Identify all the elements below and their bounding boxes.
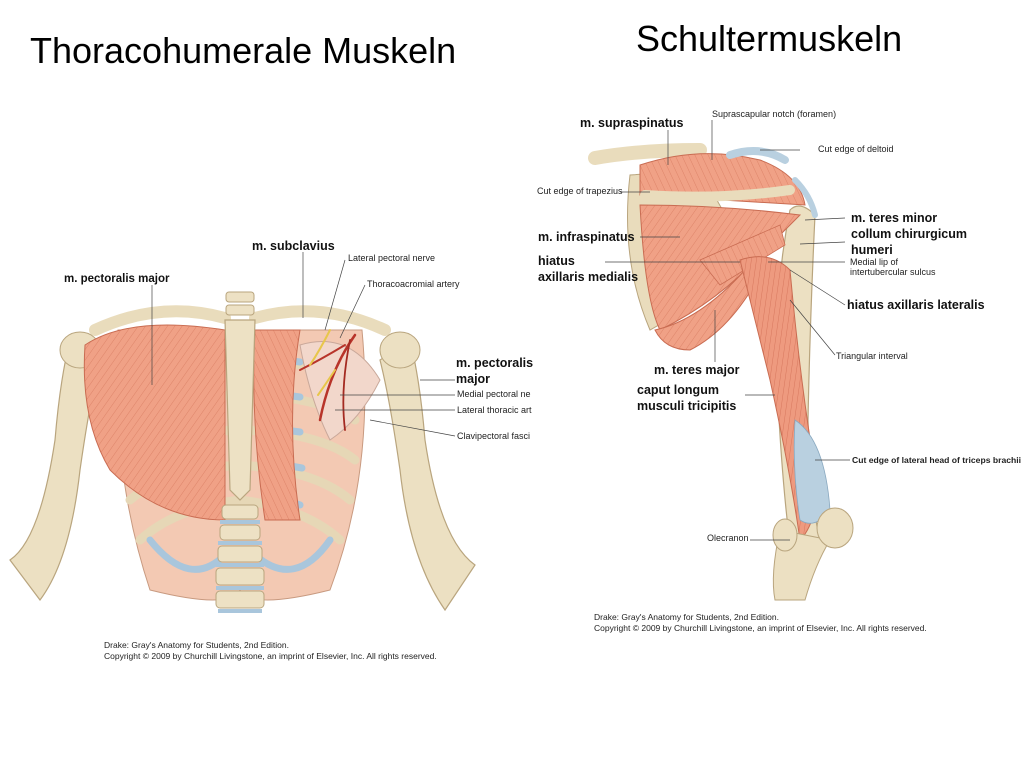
label-hiatus-medialis-line2: axillaris medialis (538, 270, 639, 284)
label-pectoralis-minor-line2: major (456, 372, 491, 386)
label-hiatus-lateralis: hiatus axillaris lateralis (847, 298, 985, 312)
right-title: Schultermuskeln (636, 18, 903, 59)
label-triangular-interval: Triangular interval (836, 351, 908, 361)
label-cut-edge-triceps: Cut edge of lateral head of triceps brac… (852, 455, 1022, 465)
label-teres-major: m. teres major (654, 363, 740, 377)
label-cut-edge-trapezius: Cut edge of trapezius (537, 186, 623, 196)
label-medial-pectoral-nerve: Medial pectoral ne (457, 389, 531, 399)
thorax-figure (9, 252, 476, 613)
right-credit-line2: Copyright © 2009 by Churchill Livingston… (594, 623, 927, 633)
left-credit-line1: Drake: Gray's Anatomy for Students, 2nd … (104, 640, 289, 650)
label-collum-line1: collum chirurgicum (851, 227, 967, 241)
label-lateral-thoracic-artery: Lateral thoracic art (457, 405, 532, 415)
label-caput-line1: caput longum (637, 383, 719, 397)
left-title: Thoracohumerale Muskeln (30, 30, 457, 71)
label-subclavius: m. subclavius (252, 239, 335, 253)
label-collum-line2: humeri (851, 243, 893, 257)
label-cut-edge-deltoid: Cut edge of deltoid (818, 144, 894, 154)
label-pectoralis-major: m. pectoralis major (64, 273, 170, 285)
label-supraspinatus: m. supraspinatus (580, 116, 684, 130)
label-medial-lip-line1: Medial lip of (850, 257, 899, 267)
label-lateral-pectoral-nerve: Lateral pectoral nerve (348, 253, 436, 263)
label-hiatus-medialis-line1: hiatus (538, 254, 575, 268)
right-credit-line1: Drake: Gray's Anatomy for Students, 2nd … (594, 612, 779, 622)
label-pectoralis-minor-line1: m. pectoralis (456, 356, 534, 370)
label-thoracoacromial-artery: Thoracoacromial artery (367, 279, 460, 289)
label-olecranon: Olecranon (707, 533, 749, 543)
label-suprascapular-notch: Suprascapular notch (foramen) (712, 109, 837, 119)
label-infraspinatus: m. infraspinatus (538, 230, 635, 244)
left-credit-line2: Copyright © 2009 by Churchill Livingston… (104, 651, 437, 661)
label-caput-line2: musculi tricipitis (637, 399, 737, 413)
shoulder-figure (588, 120, 854, 601)
label-medial-lip-line2: intertubercular sulcus (850, 267, 936, 277)
label-clavipectoral-fascia: Clavipectoral fasci (457, 431, 531, 441)
label-teres-minor: m. teres minor (851, 211, 938, 225)
